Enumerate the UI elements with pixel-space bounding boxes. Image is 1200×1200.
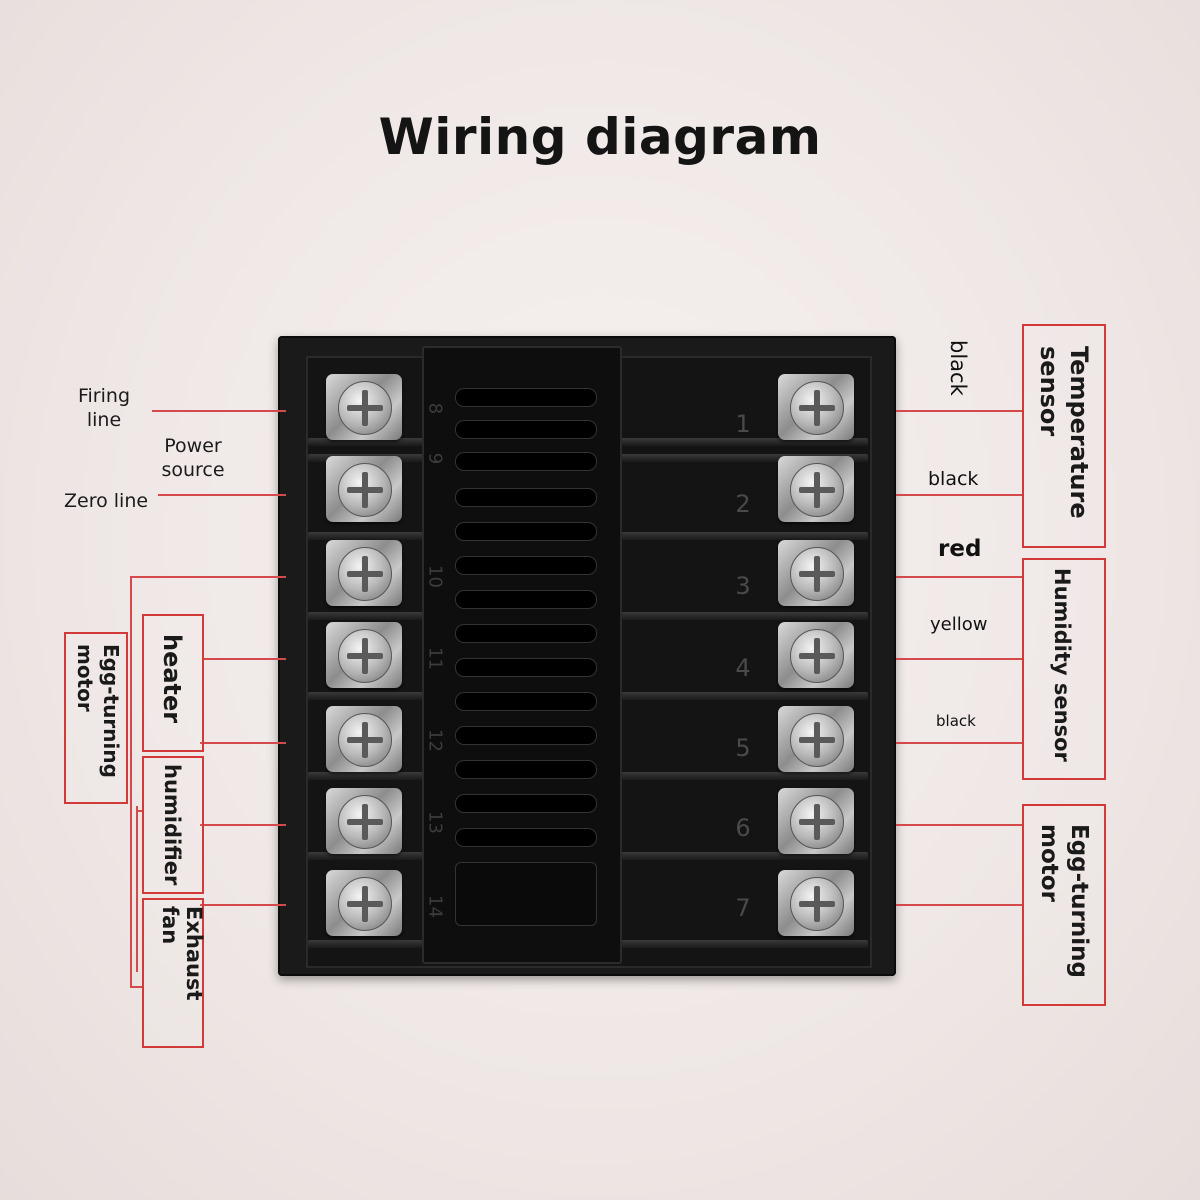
humidifier-label: humidifier (160, 764, 184, 886)
screw-icon (790, 795, 844, 849)
screw-icon (790, 463, 844, 517)
connector-line (200, 742, 286, 744)
egg-turning-motor-box: Egg-turning motor (1022, 804, 1106, 1006)
connector-line (896, 410, 1024, 412)
connector-line (202, 658, 286, 660)
terminal-8 (326, 374, 402, 440)
connector-line (200, 824, 286, 826)
connector-line (158, 494, 286, 496)
pin-number: 2 (735, 490, 751, 518)
terminal-12 (326, 706, 402, 772)
temperature-sensor-label: Temperature sensor (1035, 346, 1093, 519)
pin-number: 13 (424, 811, 446, 834)
pin-number: 6 (735, 814, 751, 842)
wire-color-label: black (946, 340, 970, 396)
heater-label: heater (158, 634, 186, 724)
screw-icon (790, 381, 844, 435)
vent-slot (455, 420, 597, 439)
connector-line (130, 576, 286, 578)
connector-line (896, 904, 1024, 906)
vent-slot (455, 692, 597, 711)
screw-icon (790, 547, 844, 601)
heater-box: heater (142, 614, 204, 752)
pin-number: 3 (735, 572, 751, 600)
pin-number: 9 (424, 452, 446, 465)
terminal-2 (778, 456, 854, 522)
connector-line (130, 986, 142, 988)
connector-line (200, 904, 286, 906)
screw-icon (790, 877, 844, 931)
vent-slot (455, 388, 597, 407)
terminal-3 (778, 540, 854, 606)
egg-turning-motor-label: Egg-turning motor (1036, 824, 1092, 978)
vent-slot (455, 726, 597, 745)
pin-number: 4 (735, 654, 751, 682)
wire-color-label: yellow (930, 614, 988, 635)
screw-icon (790, 629, 844, 683)
vent-slot (455, 828, 597, 847)
screw-icon (790, 713, 844, 767)
exhaust-fan-label: Exhaust fan (158, 906, 206, 1001)
humidity-sensor-label: Humidity sensor (1050, 568, 1074, 762)
screw-icon (338, 463, 392, 517)
connector-line (896, 576, 1024, 578)
connector-line (136, 810, 144, 812)
wire-color-label: red (938, 536, 982, 562)
terminal-13 (326, 788, 402, 854)
connector-line (896, 824, 1024, 826)
zero-line-label: Zero line (64, 490, 149, 512)
connector-line (152, 410, 286, 412)
vent-slot (455, 794, 597, 813)
terminal-14 (326, 870, 402, 936)
terminal-6 (778, 788, 854, 854)
screw-icon (338, 877, 392, 931)
vent-slot (455, 522, 597, 541)
terminal-9 (326, 456, 402, 522)
screw-icon (338, 713, 392, 767)
exhaust-fan-box: Exhaust fan (142, 898, 206, 1048)
vent-slot (455, 658, 597, 677)
terminal-10 (326, 540, 402, 606)
egg-turning-motor-label: Egg-turning motor (73, 644, 123, 778)
connector-line (896, 658, 1024, 660)
vent-column (422, 346, 622, 964)
wire-color-label: black (928, 468, 979, 490)
vent-slot (455, 624, 597, 643)
screw-icon (338, 629, 392, 683)
terminal-11 (326, 622, 402, 688)
pin-number: 12 (424, 729, 446, 752)
wire-color-label: black (936, 712, 976, 730)
connector-line (896, 742, 1024, 744)
egg-turning-motor-box: Egg-turning motor (64, 632, 128, 804)
terminal-7 (778, 870, 854, 936)
humidity-sensor-box: Humidity sensor (1022, 558, 1106, 780)
pin-number: 14 (424, 895, 446, 918)
temperature-sensor-box: Temperature sensor (1022, 324, 1106, 548)
vent-slot (455, 590, 597, 609)
vent-slot (455, 556, 597, 575)
screw-icon (338, 547, 392, 601)
connector-line (136, 806, 138, 972)
pin-number: 5 (735, 734, 751, 762)
pin-number: 10 (424, 565, 446, 588)
vent-slot-large (455, 862, 597, 926)
screw-icon (338, 381, 392, 435)
connector-line (130, 576, 132, 988)
terminal-5 (778, 706, 854, 772)
terminal-1 (778, 374, 854, 440)
firing-line-label: Firing line (77, 385, 131, 431)
vent-slot (455, 488, 597, 507)
vent-slot (455, 760, 597, 779)
pin-number: 1 (735, 410, 751, 438)
pin-number: 8 (424, 402, 446, 415)
pin-number: 11 (424, 647, 446, 670)
terminal-4 (778, 622, 854, 688)
screw-icon (338, 795, 392, 849)
vent-slot (455, 452, 597, 471)
connector-line (896, 494, 1024, 496)
humidifier-box: humidifier (142, 756, 204, 894)
page-title: Wiring diagram (378, 108, 822, 166)
pin-number: 7 (735, 894, 751, 922)
power-source-label: Power source (161, 435, 225, 481)
